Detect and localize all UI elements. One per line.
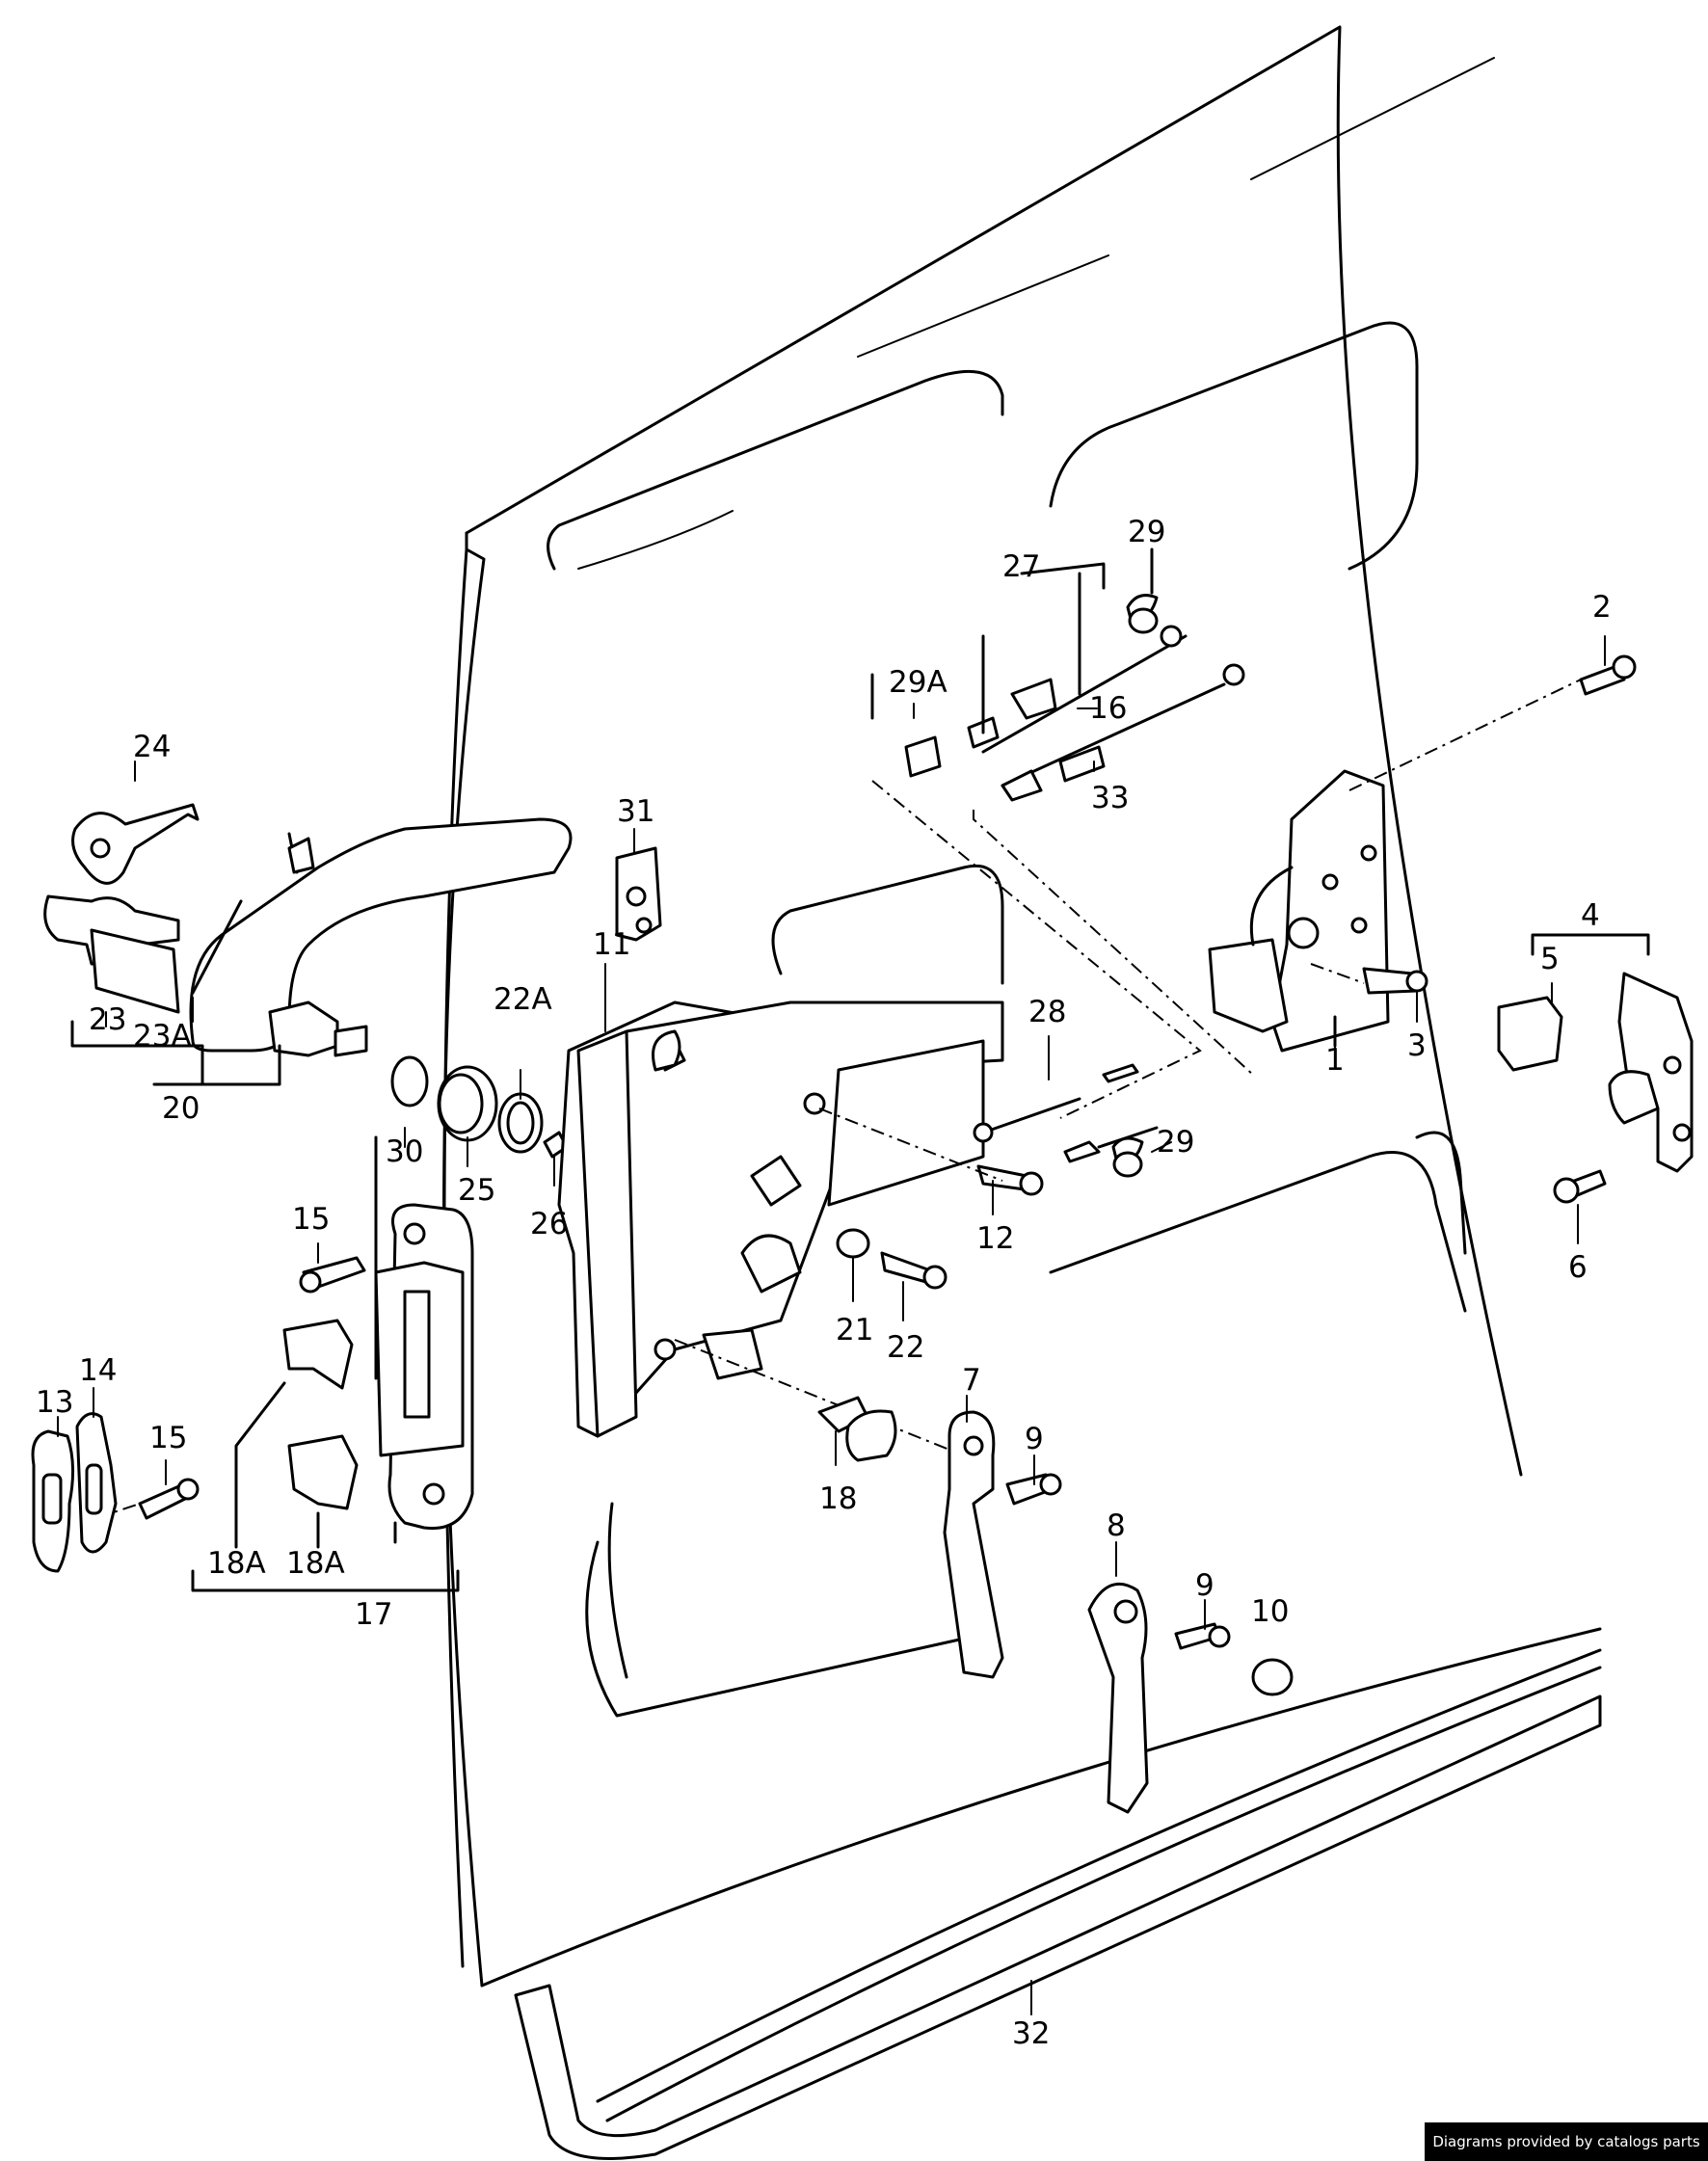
door-panel xyxy=(442,25,1602,1988)
screws-9-12-22-cap-10 xyxy=(818,1107,1294,1696)
label-22A: 22A xyxy=(494,982,552,1017)
label-6: 6 xyxy=(1568,1250,1588,1285)
label-18: 18 xyxy=(819,1481,857,1516)
label-14: 14 xyxy=(79,1353,117,1388)
parts-4-5-6 xyxy=(1497,933,1694,1204)
label-25: 25 xyxy=(458,1173,495,1208)
small-parts-30-25-22A-26 xyxy=(390,1055,569,1159)
rods-and-cables-27-28-33 xyxy=(870,547,1254,1168)
lock-mechanism-11 xyxy=(557,1000,1004,1438)
label-10: 10 xyxy=(1251,1594,1289,1629)
key-24 xyxy=(71,803,200,885)
label-2: 2 xyxy=(1592,590,1612,625)
label-30: 30 xyxy=(386,1134,423,1169)
credit-banner: Diagrams provided by catalogs parts xyxy=(1425,2122,1708,2161)
label-29A: 29A xyxy=(889,665,947,700)
label-29b: 29 xyxy=(1157,1125,1194,1160)
label-31: 31 xyxy=(617,794,654,829)
label-23A: 23A xyxy=(133,1019,192,1054)
label-16: 16 xyxy=(1089,691,1127,726)
label-32: 32 xyxy=(1012,2016,1050,2051)
plates-13-14 xyxy=(31,1412,118,1573)
control-rod-18 xyxy=(674,1328,965,1462)
label-8: 8 xyxy=(1107,1508,1126,1543)
label-21: 21 xyxy=(836,1313,873,1347)
label-27: 27 xyxy=(1002,549,1040,584)
outer-handle-20 xyxy=(43,817,573,1086)
leader-lines xyxy=(57,635,1606,2015)
door-seal-32 xyxy=(514,1648,1602,2160)
label-9a: 9 xyxy=(1025,1422,1044,1456)
label-18Ab: 18A xyxy=(286,1546,345,1581)
inner-handle-8 xyxy=(1087,1582,1149,1814)
screws-15 xyxy=(95,1256,366,1520)
label-11: 11 xyxy=(593,927,630,962)
label-18Aa: 18A xyxy=(207,1546,266,1581)
label-15a: 15 xyxy=(292,1202,330,1237)
label-9b: 9 xyxy=(1195,1568,1214,1603)
label-22: 22 xyxy=(887,1330,924,1365)
striker-plate-17 xyxy=(374,1135,474,1544)
label-17: 17 xyxy=(355,1597,392,1632)
label-28: 28 xyxy=(1028,995,1066,1029)
bracket-1 xyxy=(1208,654,1637,1053)
label-23: 23 xyxy=(89,1002,126,1037)
label-29a: 29 xyxy=(1128,515,1165,549)
label-3: 3 xyxy=(1407,1028,1427,1063)
label-12: 12 xyxy=(976,1221,1014,1256)
label-33: 33 xyxy=(1091,781,1129,815)
buffers-18A xyxy=(191,1319,460,1592)
inner-handle-7 xyxy=(943,1410,1004,1679)
label-26: 26 xyxy=(530,1207,568,1241)
label-24: 24 xyxy=(133,730,171,764)
label-15b: 15 xyxy=(149,1421,187,1455)
label-7: 7 xyxy=(962,1363,981,1398)
part-labels: 1 2 3 4 5 6 7 8 9 9 10 11 12 13 14 15 15… xyxy=(36,515,1612,2051)
label-20: 20 xyxy=(162,1091,200,1126)
label-1: 1 xyxy=(1325,1043,1345,1078)
window-openings xyxy=(547,321,1467,1718)
label-5: 5 xyxy=(1540,942,1560,976)
cover-31 xyxy=(615,846,662,942)
label-13: 13 xyxy=(36,1385,73,1420)
circlips-29 xyxy=(1112,607,1159,1178)
label-4: 4 xyxy=(1581,898,1600,933)
